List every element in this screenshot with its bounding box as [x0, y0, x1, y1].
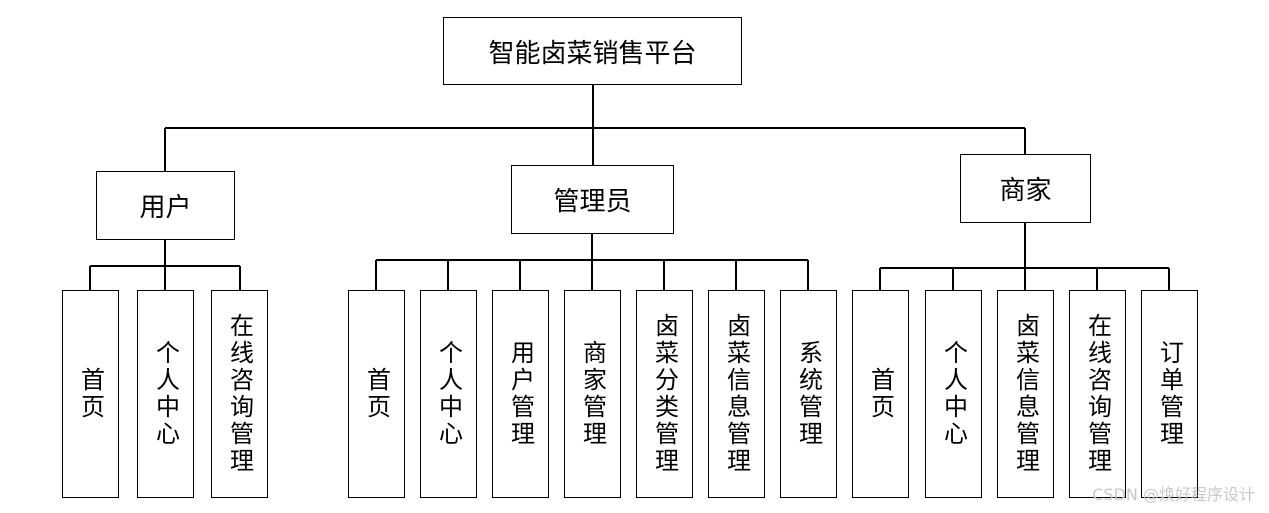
role-node-merchant-label: 商家 [999, 176, 1052, 206]
leaf-user-home-label: 首页 [76, 367, 105, 421]
leaf-admin-dish-mgmt: 卤菜信息管理 [708, 290, 765, 498]
leaf-merchant-consult: 在线咨询管理 [1069, 290, 1126, 498]
role-node-user-label: 用户 [139, 193, 192, 223]
leaf-merchant-home-label: 首页 [866, 367, 895, 421]
leaf-user-consult-label: 在线咨询管理 [225, 313, 254, 475]
leaf-merchant-order-mgmt-label: 订单管理 [1155, 340, 1184, 448]
root-node: 智能卤菜销售平台 [443, 17, 742, 85]
leaf-admin-system-mgmt: 系统管理 [780, 290, 837, 498]
leaf-admin-merchant-mgmt-label: 商家管理 [578, 340, 607, 448]
leaf-admin-dish-mgmt-label: 卤菜信息管理 [722, 313, 751, 475]
leaf-admin-category-mgmt-label: 卤菜分类管理 [650, 313, 679, 475]
leaf-admin-user-mgmt-label: 用户管理 [506, 340, 535, 448]
leaf-merchant-home: 首页 [852, 290, 909, 498]
root-node-label: 智能卤菜销售平台 [488, 38, 697, 69]
leaf-merchant-profile: 个人中心 [925, 290, 982, 498]
leaf-merchant-dish-mgmt: 卤菜信息管理 [997, 290, 1054, 498]
leaf-user-profile: 个人中心 [137, 290, 194, 498]
role-node-merchant: 商家 [960, 154, 1091, 223]
role-node-user: 用户 [96, 171, 235, 240]
leaf-user-home: 首页 [62, 290, 119, 498]
leaf-admin-home: 首页 [348, 290, 405, 498]
leaf-admin-profile-label: 个人中心 [434, 340, 463, 448]
leaf-merchant-dish-mgmt-label: 卤菜信息管理 [1011, 313, 1040, 475]
leaf-admin-user-mgmt: 用户管理 [492, 290, 549, 498]
leaf-admin-category-mgmt: 卤菜分类管理 [636, 290, 693, 498]
leaf-merchant-profile-label: 个人中心 [939, 340, 968, 448]
leaf-admin-merchant-mgmt: 商家管理 [564, 290, 621, 498]
leaf-merchant-order-mgmt: 订单管理 [1141, 290, 1198, 498]
leaf-merchant-consult-label: 在线咨询管理 [1083, 313, 1112, 475]
leaf-admin-system-mgmt-label: 系统管理 [794, 340, 823, 448]
leaf-admin-profile: 个人中心 [420, 290, 477, 498]
watermark: CSDN @焕好程序设计 [1092, 485, 1255, 504]
leaf-user-profile-label: 个人中心 [151, 340, 180, 448]
leaf-admin-home-label: 首页 [362, 367, 391, 421]
role-node-admin-label: 管理员 [553, 187, 632, 217]
leaf-user-consult: 在线咨询管理 [211, 290, 268, 498]
role-node-admin: 管理员 [511, 165, 674, 234]
